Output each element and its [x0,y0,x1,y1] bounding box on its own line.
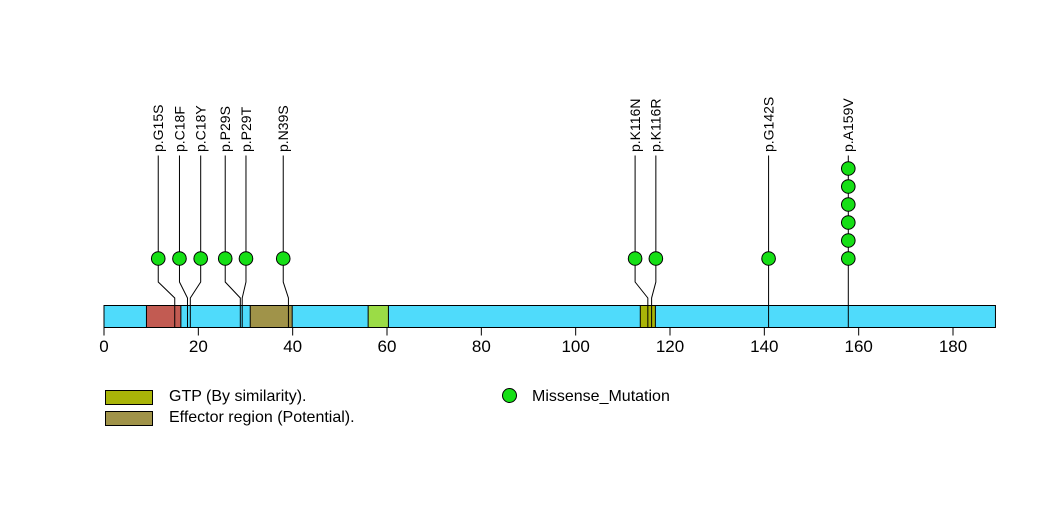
mutation-circle [648,251,664,266]
mutation-label: p.P29S [217,106,233,152]
axis-tick-label: 160 [844,337,872,356]
lollipop-stem [157,155,176,328]
missense-mutation-dot-icon [502,388,517,403]
mutation-label: p.G15S [150,105,166,152]
mutation-circle [840,179,856,194]
domain-block-gtp-site-1 [367,305,389,328]
mutation-label: p.P29T [238,106,254,152]
mutation-circle [172,251,187,266]
mutation-circle [840,197,856,212]
mutation-label: p.K116R [648,99,664,152]
mutation-circle [193,251,208,266]
mutation-circle [238,251,254,266]
lollipop-stem [224,155,241,328]
axis-tick-label: 80 [472,337,491,356]
lollipop-stem [282,155,289,328]
axis-tick-label: 0 [99,337,108,356]
axis-tick-label: 140 [750,337,778,356]
mutation-circle [840,215,856,230]
mutation-circle [761,251,776,266]
mutation-circle [840,251,856,266]
lollipop-stem [189,155,202,328]
mutation-circle [275,251,291,266]
mutation-circle [840,233,856,248]
domain-block-region-1 [145,305,182,328]
mutation-circle [840,161,856,176]
gtp-domain-swatch [105,390,153,405]
axis-tick-label: 180 [939,337,967,356]
mutation-circle [627,251,643,266]
mutation-circle [217,251,233,266]
mutation-label: p.A159V [840,98,856,152]
axis-tick-label: 120 [656,337,684,356]
gtp-domain-label: GTP (By similarity). [169,388,307,405]
lollipop-stem [241,155,247,328]
axis-tick-label: 40 [283,337,302,356]
axis-tick-label: 100 [561,337,589,356]
mutation-label: p.C18Y [193,105,209,152]
lollipop-stem [634,155,649,328]
protein-bar [103,305,996,328]
lollipop-stem [651,155,657,328]
lollipop-stem [178,155,188,328]
axis-tick-label: 60 [378,337,397,356]
axis-tick-label: 20 [189,337,208,356]
mutation-label: p.C18F [171,106,187,152]
effector-region-swatch [105,411,153,426]
mutation-circle [150,251,166,266]
mutation-label: p.N39S [275,105,291,152]
mutation-label: p.G142S [760,97,776,152]
effector-region-label: Effector region (Potential). [169,409,355,426]
mutation-label: p.K116N [627,99,643,152]
domain-block-effector-region [249,305,293,328]
missense-mutation-label: Missense_Mutation [532,388,670,405]
